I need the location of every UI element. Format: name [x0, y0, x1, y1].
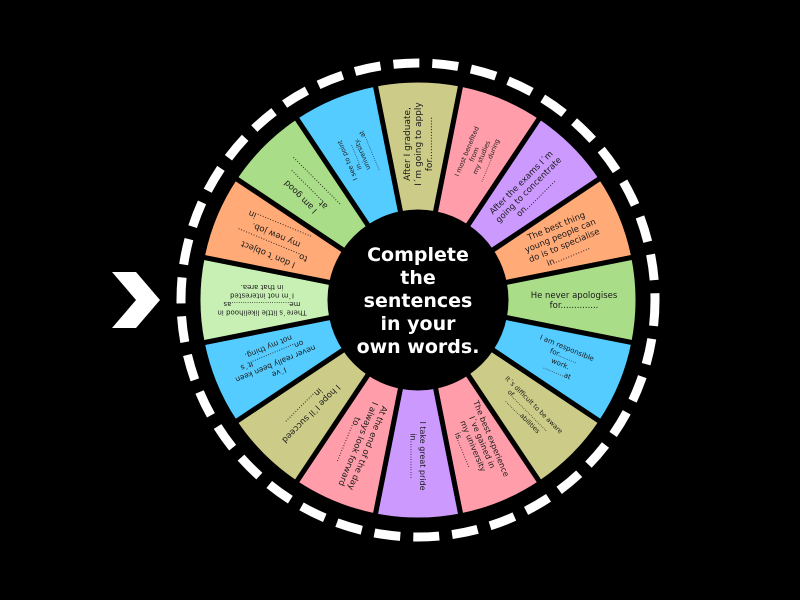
- segment-slice: [292, 81, 404, 231]
- segment-label-line: I´m not interested: [230, 291, 294, 299]
- pointer-arrow-icon[interactable]: [112, 272, 160, 328]
- segment-label-line: There´s little likelihood in: [217, 308, 307, 316]
- wheel-segment: I see to pointin..........university....…: [292, 81, 404, 231]
- wheel-segment: I am responsiblefor.........work........…: [487, 314, 637, 426]
- segment-label-line: in that area.: [241, 283, 284, 291]
- segment-label-line: After I graduate,: [403, 107, 413, 181]
- wheel-segment: The best experienceI´ve gained inmy univ…: [432, 369, 544, 519]
- segment-label-line: He never apologises: [531, 291, 618, 301]
- segment-label: I take great pridein...............: [408, 421, 427, 490]
- segment-label: There´s little likelihood inme..........…: [217, 283, 307, 317]
- wheel-segment: I´venever really been keenon............…: [199, 314, 349, 426]
- wheel-segment: I don´t objectto........................…: [199, 174, 349, 286]
- segment-label: After I graduate,I´m going to applyfor..…: [403, 102, 435, 186]
- center-hub: [335, 217, 501, 383]
- segment-label-line: me..........................as: [223, 300, 300, 308]
- wheel-segments: After I graduate,I´m going to applyfor..…: [195, 77, 641, 523]
- center-prompt-line: sentences: [364, 290, 473, 312]
- segment-label-line: in...............: [408, 433, 417, 478]
- center-prompt-line: Complete: [367, 244, 469, 266]
- segment-label: I most benefitedfrommy studies..........…: [453, 125, 503, 186]
- center-prompt-line: own words.: [357, 336, 480, 358]
- wheel-segment: I am goodat.............................…: [231, 113, 373, 255]
- segment-label-line: for..............: [550, 301, 599, 311]
- wheel-segment: At the end of the dayI always look forwa…: [292, 369, 404, 519]
- segment-label-line: I´m going to apply: [413, 102, 424, 186]
- center-prompt-line: the: [400, 267, 436, 289]
- dashed-outer-ring: [176, 58, 660, 542]
- center-prompt-line: in your: [381, 313, 457, 335]
- segment-label-line: I take great pride: [418, 421, 427, 490]
- wheel-segment: I hope I´ll succeedin...............: [231, 345, 373, 487]
- segment-label-line: for...............: [425, 117, 435, 171]
